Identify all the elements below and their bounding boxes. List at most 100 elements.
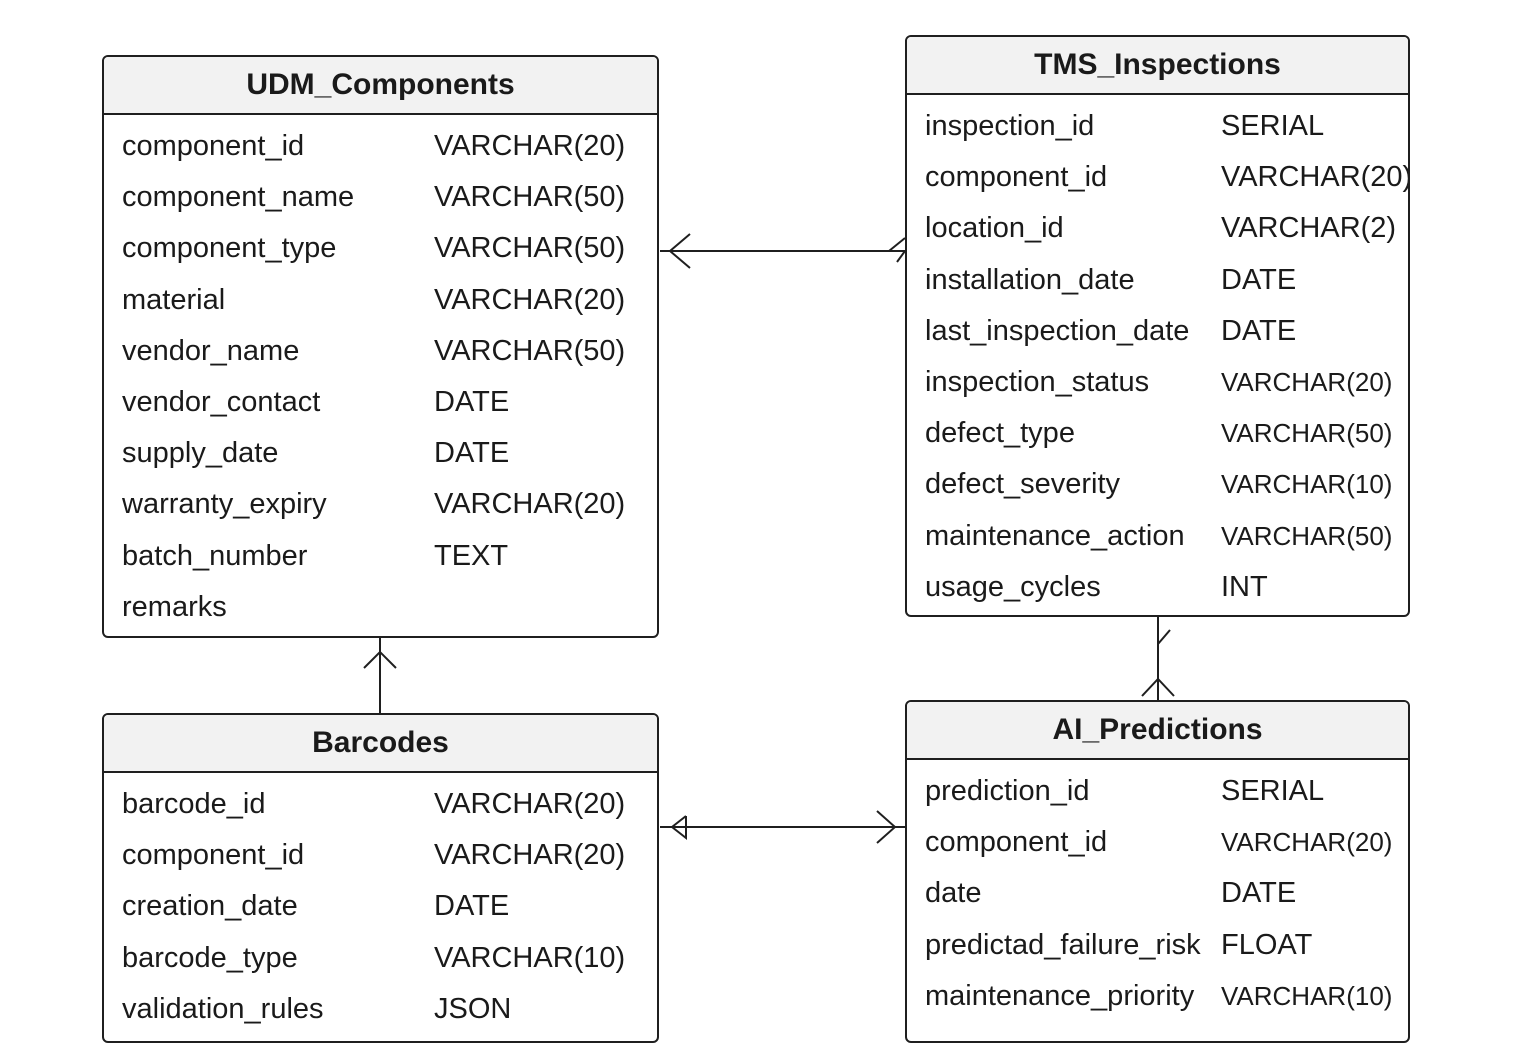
ai-side-arrowhead bbox=[876, 810, 897, 844]
field-name: usage_cycles bbox=[925, 570, 1101, 603]
field-type: JSON bbox=[434, 992, 512, 1025]
entity-ai-predictions[interactable]: AI_Predictions prediction_id SERIAL compo… bbox=[905, 700, 1410, 1043]
field-row: defect_type VARCHAR(50) bbox=[907, 408, 1408, 459]
field-row: component_id VARCHAR(20) bbox=[104, 830, 657, 881]
ai-top-crowfoot bbox=[1141, 677, 1175, 697]
field-row: maintenance_action VARCHAR(50) bbox=[907, 511, 1408, 562]
field-name: barcode_id bbox=[122, 788, 266, 821]
field-name: supply_date bbox=[122, 437, 279, 470]
field-name: warranty_expiry bbox=[122, 488, 327, 521]
field-name: maintenance_action bbox=[925, 519, 1185, 552]
field-type: DATE bbox=[434, 386, 510, 419]
field-name: component_name bbox=[122, 181, 355, 214]
field-name: barcode_type bbox=[122, 941, 298, 974]
field-type: TEXT bbox=[434, 539, 509, 572]
field-name: date bbox=[925, 877, 982, 910]
field-name: component_type bbox=[122, 232, 337, 265]
entity-title: Barcodes bbox=[104, 715, 657, 773]
field-row: material VARCHAR(20) bbox=[104, 275, 657, 326]
field-name: validation_rules bbox=[122, 992, 324, 1025]
field-type: VARCHAR(50) bbox=[1221, 418, 1393, 449]
field-name: location_id bbox=[925, 212, 1064, 245]
udm-bottom-crowfoot bbox=[363, 650, 397, 669]
field-type: VARCHAR(50) bbox=[1221, 520, 1393, 551]
barcodes-side-arrowhead bbox=[670, 815, 687, 841]
field-row: installation_date DATE bbox=[907, 255, 1408, 306]
field-row: validation_rules JSON bbox=[104, 984, 657, 1035]
entity-title: UDM_Components bbox=[104, 57, 657, 115]
field-row: barcode_type VARCHAR(10) bbox=[104, 933, 657, 984]
field-name: material bbox=[122, 283, 226, 316]
field-type: DATE bbox=[1221, 314, 1297, 347]
field-type: DATE bbox=[1221, 877, 1297, 910]
field-row: predictad_failure_risk FLOAT bbox=[907, 920, 1408, 971]
field-row: vendor_name VARCHAR(50) bbox=[104, 326, 657, 377]
tms-side-tick bbox=[888, 237, 906, 252]
field-row: defect_severity VARCHAR(10) bbox=[907, 459, 1408, 510]
field-name: predictad_failure_risk bbox=[925, 928, 1201, 961]
field-row: prediction_id SERIAL bbox=[907, 766, 1408, 817]
field-type: VARCHAR(10) bbox=[434, 941, 626, 974]
field-row: component_name VARCHAR(50) bbox=[104, 172, 657, 223]
field-type: VARCHAR(20) bbox=[434, 130, 626, 163]
field-name: creation_date bbox=[122, 890, 298, 923]
field-name: defect_severity bbox=[925, 468, 1121, 501]
field-row: warranty_expiry VARCHAR(20) bbox=[104, 479, 657, 530]
field-type: DATE bbox=[434, 437, 510, 470]
field-name: inspection_status bbox=[925, 366, 1150, 399]
field-row: inspection_id SERIAL bbox=[907, 101, 1408, 152]
field-row: component_id VARCHAR(20) bbox=[907, 152, 1408, 203]
field-row: component_id VARCHAR(20) bbox=[104, 121, 657, 172]
field-name: batch_number bbox=[122, 539, 308, 572]
field-name: component_id bbox=[122, 130, 305, 163]
field-row: batch_number TEXT bbox=[104, 531, 657, 582]
field-name: remarks bbox=[122, 590, 227, 623]
tms-bottom-tick bbox=[1157, 629, 1171, 645]
field-type: VARCHAR(10) bbox=[1221, 469, 1393, 500]
field-type: FLOAT bbox=[1221, 928, 1313, 961]
field-name: defect_type bbox=[925, 417, 1075, 450]
field-type: SERIAL bbox=[1221, 110, 1325, 143]
field-type: VARCHAR(10) bbox=[1221, 980, 1393, 1011]
udm-side-crowfoot bbox=[668, 233, 691, 269]
field-type: SERIAL bbox=[1221, 775, 1325, 808]
field-row: usage_cycles INT bbox=[907, 562, 1408, 613]
field-type: VARCHAR(50) bbox=[434, 334, 626, 367]
field-name: component_id bbox=[925, 161, 1108, 194]
field-type: VARCHAR(20) bbox=[434, 788, 626, 821]
field-name: inspection_id bbox=[925, 110, 1095, 143]
field-name: installation_date bbox=[925, 263, 1135, 296]
field-type: VARCHAR(20) bbox=[434, 283, 626, 316]
field-row: barcode_id VARCHAR(20) bbox=[104, 779, 657, 830]
field-type: VARCHAR(20) bbox=[1221, 161, 1410, 194]
field-type: DATE bbox=[1221, 263, 1297, 296]
field-row: remarks bbox=[104, 582, 657, 633]
entity-tms-inspections[interactable]: TMS_Inspections inspection_id SERIAL comp… bbox=[905, 35, 1410, 617]
field-type: VARCHAR(20) bbox=[434, 488, 626, 521]
field-name: prediction_id bbox=[925, 775, 1090, 808]
field-name: vendor_name bbox=[122, 334, 300, 367]
entity-title: TMS_Inspections bbox=[907, 37, 1408, 95]
field-row: date DATE bbox=[907, 868, 1408, 919]
field-name: component_id bbox=[122, 839, 305, 872]
entity-title: AI_Predictions bbox=[907, 702, 1408, 760]
field-type: VARCHAR(20) bbox=[1221, 367, 1393, 398]
field-type: VARCHAR(20) bbox=[434, 839, 626, 872]
field-type: VARCHAR(50) bbox=[434, 181, 626, 214]
field-row: supply_date DATE bbox=[104, 428, 657, 479]
field-type: VARCHAR(20) bbox=[1221, 827, 1393, 858]
field-type: INT bbox=[1221, 570, 1268, 603]
